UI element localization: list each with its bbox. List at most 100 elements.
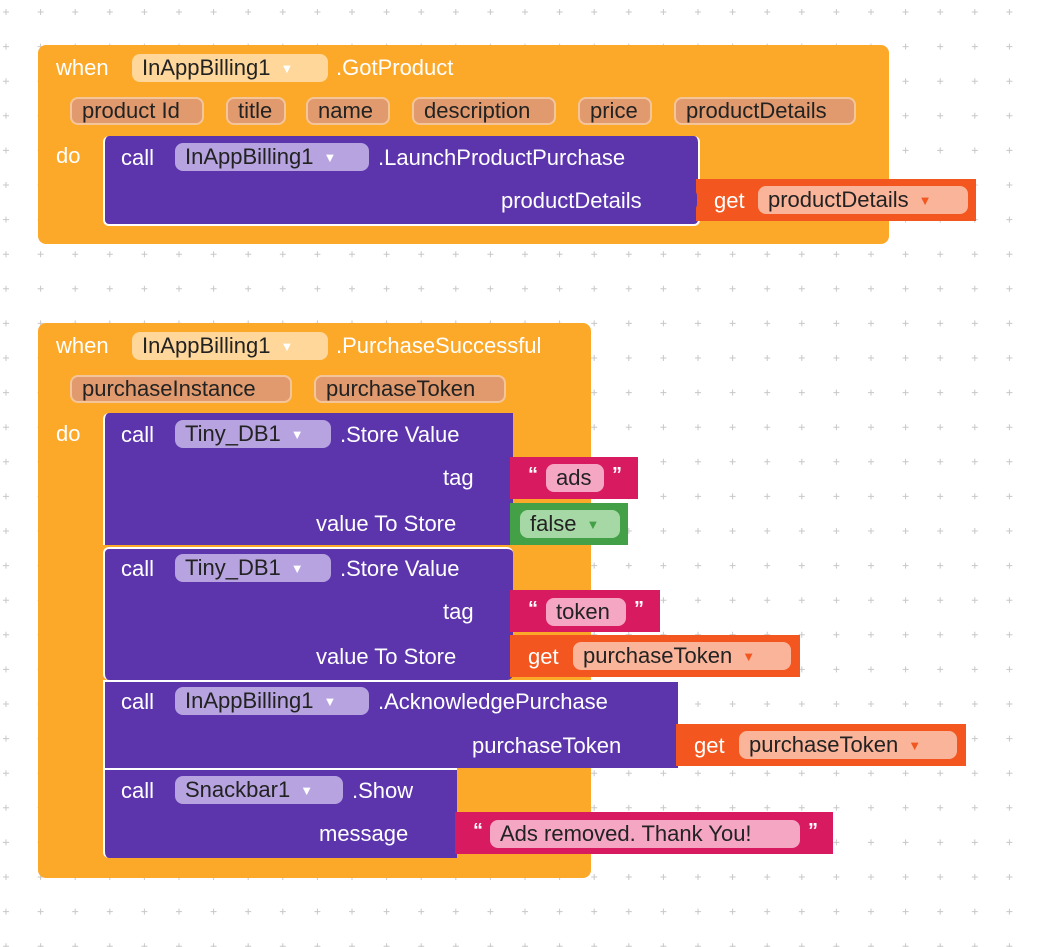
grid-mark (937, 320, 944, 327)
grid-mark (937, 493, 944, 500)
grid-mark (660, 389, 667, 396)
grid-mark (729, 528, 736, 534)
grid-mark (764, 251, 771, 258)
call-acknowledge-purchase[interactable] (103, 680, 678, 768)
component-dropdown[interactable]: Tiny_DB1▼ (175, 420, 331, 448)
grid-mark (868, 355, 874, 361)
grid-mark (868, 424, 874, 431)
grid-mark (833, 528, 840, 534)
method-name: .Show (352, 778, 414, 803)
grid-mark (971, 458, 978, 465)
grid-mark (3, 320, 9, 327)
variable-dropdown[interactable]: purchaseToken▼ (573, 642, 791, 670)
grid-mark (764, 701, 771, 707)
grid-mark (695, 389, 701, 396)
grid-mark (660, 908, 667, 915)
arg-label: purchaseToken (472, 733, 622, 758)
grid-mark (3, 493, 9, 500)
grid-mark (349, 251, 355, 258)
grid-mark (72, 908, 79, 915)
grid-mark (72, 943, 79, 947)
grid-mark (833, 804, 840, 811)
text-value[interactable]: ads (546, 464, 604, 492)
grid-mark (729, 9, 736, 15)
grid-mark (625, 908, 632, 915)
param-price[interactable]: price (578, 97, 652, 125)
grid-mark (868, 389, 874, 396)
grid-mark (833, 597, 840, 604)
component-dropdown[interactable]: Snackbar1▼ (175, 776, 343, 804)
grid-mark (3, 78, 9, 85)
grid-mark (452, 251, 459, 258)
component-dropdown[interactable]: InAppBilling1▼ (175, 687, 369, 715)
grid-mark (764, 355, 771, 361)
grid-mark (833, 770, 840, 777)
grid-mark (764, 493, 771, 500)
grid-mark (729, 493, 736, 500)
grid-mark (1006, 804, 1013, 811)
close-quote: ” (634, 598, 644, 620)
grid-mark (487, 943, 494, 947)
dropdown-arrow-icon: ▼ (742, 649, 756, 664)
variable-dropdown[interactable]: productDetails▼ (758, 186, 968, 214)
grid-mark (383, 9, 390, 15)
grid-mark (695, 493, 701, 500)
text-value[interactable]: token (546, 598, 626, 626)
component-dropdown[interactable]: Tiny_DB1▼ (175, 554, 331, 582)
open-quote: “ (473, 820, 483, 842)
dropdown-arrow-icon: ▼ (280, 61, 294, 76)
param-description[interactable]: description (412, 97, 556, 125)
grid-mark (937, 389, 944, 396)
grid-mark (902, 908, 909, 915)
grid-mark (660, 597, 667, 604)
grid-mark (1006, 112, 1013, 119)
grid-mark (660, 770, 667, 777)
grid-mark (106, 285, 113, 292)
grid-mark (660, 458, 667, 465)
text-value[interactable]: Ads removed. Thank You! (490, 820, 800, 848)
grid-mark (937, 458, 944, 465)
grid-mark (868, 839, 874, 846)
dropdown-arrow-icon: ▼ (290, 561, 304, 576)
grid-mark (833, 458, 840, 465)
param-purchase-instance[interactable]: purchaseInstance (70, 375, 292, 403)
grid-mark (3, 735, 9, 742)
grid-mark (1006, 735, 1013, 742)
grid-mark (902, 874, 909, 880)
grid-mark (902, 770, 909, 777)
grid-mark (971, 908, 978, 915)
variable-dropdown[interactable]: purchaseToken▼ (739, 731, 957, 759)
grid-mark (141, 251, 148, 258)
grid-mark (729, 424, 736, 431)
grid-mark (902, 320, 909, 327)
grid-mark (798, 9, 805, 15)
grid-mark (556, 285, 563, 292)
component-dropdown[interactable]: InAppBilling1▼ (175, 143, 369, 171)
grid-mark (971, 597, 978, 604)
grid-mark (971, 701, 978, 707)
grid-mark (3, 943, 9, 947)
grid-mark (971, 943, 978, 947)
grid-mark (868, 666, 874, 673)
grid-mark (971, 9, 978, 15)
grid-mark (3, 251, 9, 258)
grid-mark (3, 112, 9, 119)
grid-mark (452, 908, 459, 915)
grid-mark (695, 9, 701, 15)
get-label: get (694, 733, 725, 758)
grid-mark (971, 562, 978, 569)
param-product-id[interactable]: product Id (70, 97, 204, 125)
grid-mark (902, 562, 909, 569)
component-dropdown[interactable]: InAppBilling1▼ (132, 332, 328, 360)
tag-label: tag (443, 599, 474, 624)
grid-mark (522, 943, 528, 947)
boolean-dropdown[interactable]: false▼ (520, 510, 620, 538)
grid-mark (971, 528, 978, 534)
param-purchase-token[interactable]: purchaseToken (314, 375, 506, 403)
component-dropdown[interactable]: InAppBilling1▼ (132, 54, 328, 82)
grid-mark (971, 666, 978, 673)
param-name[interactable]: name (306, 97, 390, 125)
param-product-details[interactable]: productDetails (674, 97, 856, 125)
grid-mark (937, 43, 944, 50)
param-title[interactable]: title (226, 97, 286, 125)
